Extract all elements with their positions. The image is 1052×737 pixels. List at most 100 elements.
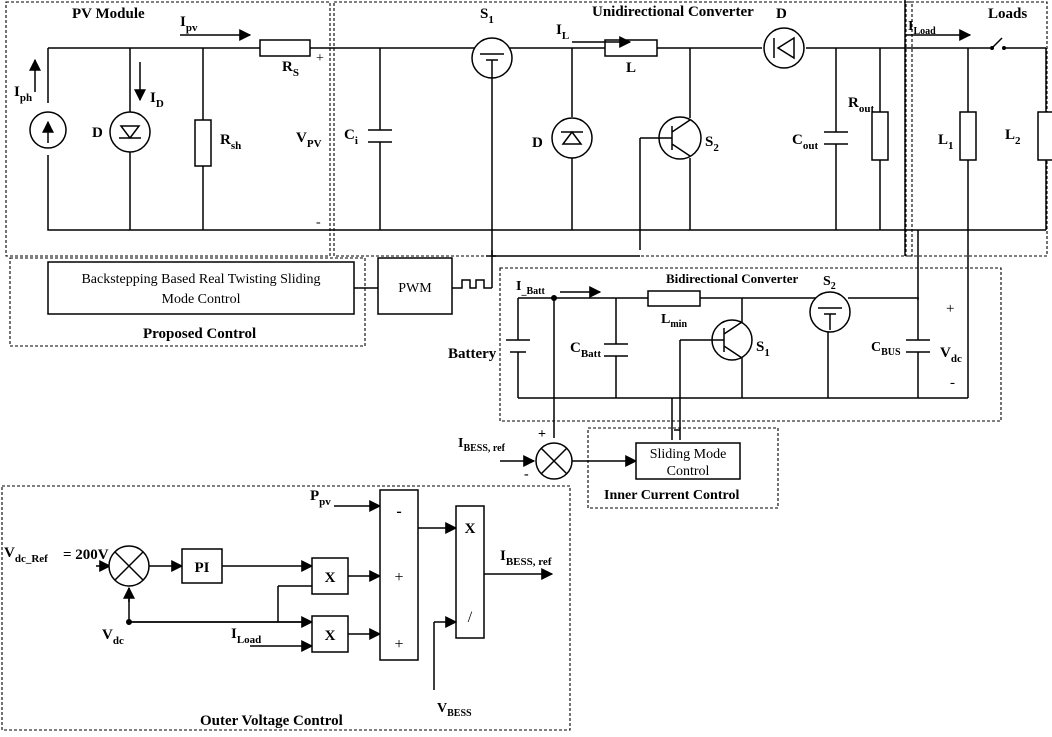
label-vpv: VPV	[296, 130, 322, 150]
label-rs: RS	[282, 59, 299, 79]
cbus-capacitor-icon	[906, 339, 930, 353]
current-source-icon	[29, 111, 67, 149]
label-il: IL	[556, 22, 569, 42]
bus-minus-sign: -	[950, 375, 955, 391]
outer-voltage-control-title: Outer Voltage Control	[200, 713, 343, 729]
inner-current-control-title: Inner Current Control	[604, 488, 739, 503]
l2-load-icon	[1037, 111, 1052, 161]
mult-label-2: X	[325, 628, 336, 644]
load-switch-icon	[990, 37, 1006, 50]
label-iload-ctrl: ILoad	[231, 626, 261, 646]
label-cout: Cout	[792, 132, 818, 152]
d-mid-diode-icon	[551, 117, 593, 159]
label-l2: L2	[1005, 127, 1021, 147]
unidirectional-wiring	[379, 47, 1047, 230]
loads-title: Loads	[988, 6, 1027, 22]
power-sum-block[interactable]	[379, 489, 419, 661]
label-s1-top: S1	[480, 6, 494, 26]
label-iph: Iph	[14, 84, 32, 104]
mult-block-1[interactable]	[311, 557, 349, 595]
rs-resistor-icon	[259, 39, 311, 57]
bidirectional-converter-title: Bidirectional Converter	[666, 271, 798, 286]
bus-plus-sign: +	[946, 301, 954, 317]
divider-mult-label: X	[465, 521, 476, 537]
pwm-block[interactable]	[377, 257, 453, 315]
backstepping-controller-block[interactable]	[47, 261, 355, 315]
sum-minus: -	[396, 503, 401, 520]
label-l1: L1	[938, 132, 954, 152]
controller-line1: Backstepping Based Real Twisting Sliding	[81, 272, 320, 287]
divider-slash-label: /	[468, 609, 473, 626]
label-ppv: Ppv	[310, 488, 331, 508]
pv-module-wiring	[47, 47, 1046, 231]
ibess-summing-junction	[535, 442, 573, 480]
inner-current-control-section	[587, 427, 779, 509]
label-l: L	[626, 60, 636, 76]
label-d-pv: D	[92, 125, 103, 141]
ibatt-node	[551, 295, 557, 301]
label-vdc-bus: Vdc	[940, 345, 962, 365]
label-vdc-ref: Vdc_Ref	[4, 545, 48, 565]
label-s1-bot: S1	[756, 339, 770, 359]
mult-block-2[interactable]	[311, 615, 349, 653]
bidirectional-wiring	[517, 297, 968, 399]
smc-line1: Sliding Mode	[650, 447, 727, 462]
l1-load-icon	[959, 111, 977, 161]
label-ci: Ci	[344, 127, 358, 147]
vdc-feedback-wiring	[128, 585, 312, 623]
bus-tie-wiring	[904, 0, 969, 398]
label-id: ID	[150, 90, 164, 110]
pv-plus-sign: +	[316, 51, 324, 66]
pv-module-section	[5, 1, 331, 257]
proposed-control-section	[9, 257, 366, 347]
label-ibess-in: IBESS, ref	[458, 436, 506, 454]
pwm-label: PWM	[398, 281, 432, 296]
label-battery: Battery	[448, 346, 497, 362]
sum-plus-2: +	[394, 636, 403, 653]
vdc-ref-value: = 200V	[63, 547, 109, 563]
smc-line2: Control	[667, 464, 710, 479]
cout-capacitor-icon	[824, 131, 848, 145]
label-ipv: Ipv	[180, 14, 198, 34]
sense-wiring	[553, 398, 680, 440]
cbatt-capacitor-icon	[604, 343, 628, 357]
s2-bot-transistor-icon	[809, 291, 851, 333]
label-iload-top: ILoad	[908, 19, 936, 37]
divider-block[interactable]	[455, 505, 485, 639]
sum-plus-1: +	[394, 569, 403, 586]
d-top-diode-icon	[763, 27, 805, 69]
label-ibess-out: IBESS, ref	[500, 548, 552, 568]
label-d-mid: D	[532, 135, 543, 151]
pv-module-title: PV Module	[72, 6, 145, 22]
label-ibatt: I_Batt	[516, 279, 545, 297]
label-d-top: D	[776, 6, 787, 22]
battery-icon	[506, 339, 530, 353]
proposed-control-title: Proposed Control	[143, 326, 256, 342]
label-lmin: Lmin	[661, 312, 687, 330]
s1-transistor-icon	[471, 37, 513, 250]
label-vbess: VBESS	[437, 701, 472, 719]
label-cbatt: CBatt	[570, 340, 601, 360]
outer-voltage-control-section	[1, 485, 571, 731]
rout-resistor-icon	[871, 111, 889, 161]
label-s2-bot: S2	[823, 274, 836, 292]
mult-label-1: X	[325, 570, 336, 586]
ci-capacitor-icon	[368, 129, 392, 143]
lmin-inductor-icon	[647, 290, 701, 307]
ibess-minus-sign: -	[524, 467, 529, 482]
pi-label: PI	[195, 560, 210, 576]
ibess-plus-sign: +	[538, 427, 546, 442]
pv-minus-sign: -	[316, 215, 321, 230]
pwm-pulse-icon	[354, 250, 496, 289]
label-cbus: CBUS	[871, 340, 901, 358]
label-vdc-ctrl: Vdc	[102, 627, 124, 647]
bidirectional-converter-section	[499, 267, 1002, 422]
controller-line2: Mode Control	[162, 292, 241, 307]
label-rsh: Rsh	[220, 132, 241, 152]
unidirectional-converter-title: Unidirectional Converter	[592, 4, 754, 20]
pwm-gate-wiring	[491, 250, 640, 257]
sliding-mode-control-block[interactable]	[635, 442, 741, 480]
